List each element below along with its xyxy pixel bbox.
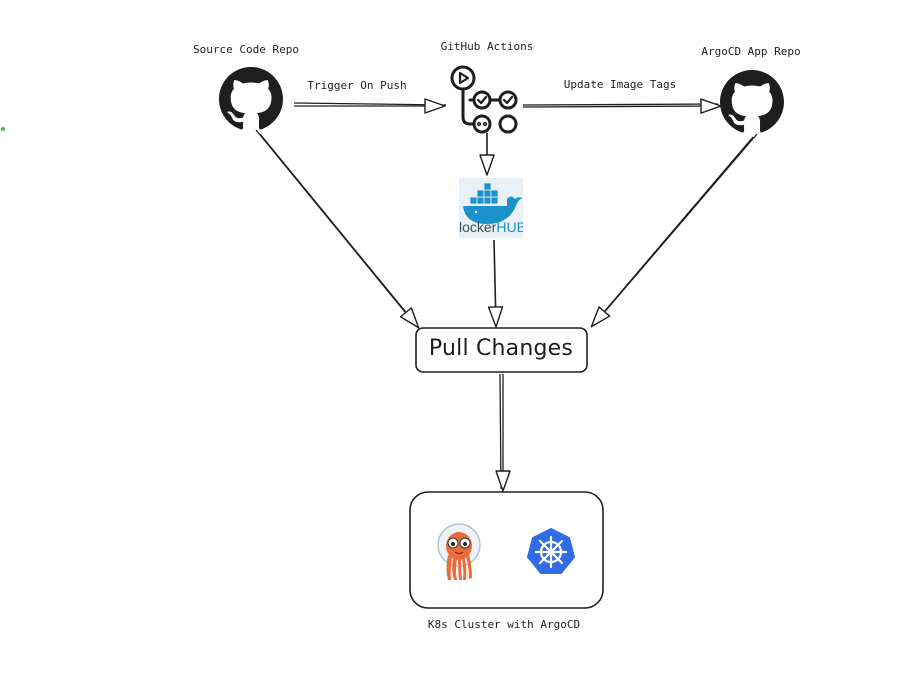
edge-update-image-tags [522, 98, 722, 114]
pull-changes-label: Pull Changes [428, 336, 574, 361]
cluster-label: K8s Cluster with ArgoCD [427, 618, 581, 631]
argocd-octopus-icon [437, 523, 481, 580]
github-icon [720, 70, 784, 133]
edge-dockerhub-to-pull [487, 239, 504, 328]
cluster-box [409, 491, 604, 609]
argocd-repo-label: ArgoCD App Repo [701, 45, 801, 58]
source-repo-label: Source Code Repo [193, 43, 299, 56]
workflow-icon [450, 65, 518, 134]
github-icon [219, 67, 283, 130]
docker-hub-wordmark: lockerHUB [459, 219, 523, 235]
docker-wordmark-b: HUB [496, 219, 523, 235]
kubernetes-wheel-icon [527, 528, 575, 574]
trigger-on-push-label: Trigger On Push [307, 79, 407, 92]
pull-changes-box [415, 327, 588, 373]
accent-dot [1, 127, 5, 131]
edge-argocd-repo-to-pull [590, 133, 758, 328]
edge-pull-to-cluster [495, 373, 511, 492]
docker-hub-logo [459, 178, 523, 238]
github-actions-label: GitHub Actions [440, 40, 534, 53]
edge-trigger-on-push [293, 98, 447, 114]
edge-source-to-pull [255, 129, 420, 329]
update-image-tags-label: Update Image Tags [563, 78, 677, 91]
docker-wordmark-a: locker [459, 219, 497, 235]
